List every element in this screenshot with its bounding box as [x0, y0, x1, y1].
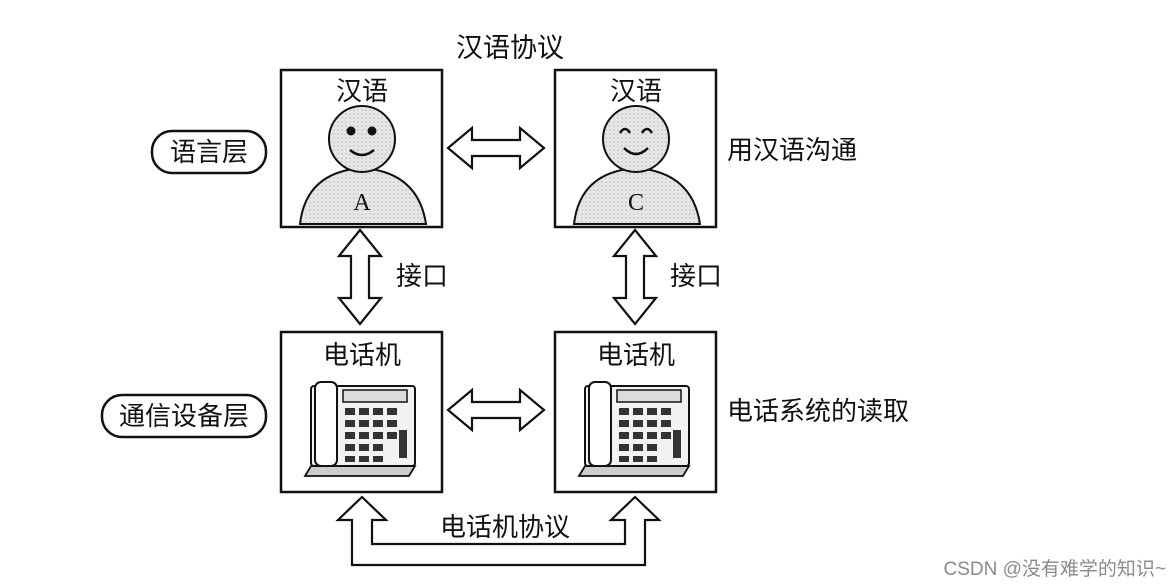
phone-right-icon — [577, 381, 691, 477]
person-a-title: 汉语 — [336, 77, 388, 107]
person-c-title: 汉语 — [610, 77, 662, 107]
device-double-arrow-icon — [446, 387, 546, 433]
person-a-box: 汉语 A — [279, 68, 444, 229]
device-layer-badge: 通信设备层 — [100, 393, 268, 439]
language-layer-label: 语言层 — [170, 138, 248, 168]
phone-right-title: 电话机 — [597, 341, 675, 371]
language-note: 用汉语沟通 — [727, 136, 857, 166]
interface-left-label: 接口 — [396, 262, 448, 292]
interface-left-arrow-icon — [336, 228, 384, 326]
phone-left-icon — [303, 381, 417, 477]
person-c-box: 汉语 C — [553, 68, 718, 229]
person-c-name: C — [628, 190, 644, 216]
person-a-figure-icon — [298, 105, 428, 225]
person-c-figure-icon — [572, 105, 702, 225]
device-layer-label: 通信设备层 — [119, 402, 249, 432]
phone-left-box: 电话机 — [279, 330, 444, 494]
phone-right-box: 电话机 — [553, 330, 718, 494]
device-note: 电话系统的读取 — [727, 397, 909, 427]
language-double-arrow-icon — [446, 125, 546, 171]
phone-protocol-u-arrow-icon — [335, 495, 662, 567]
phone-left-title: 电话机 — [323, 341, 401, 371]
interface-right-label: 接口 — [670, 262, 722, 292]
top-protocol-label: 汉语协议 — [456, 33, 564, 64]
interface-right-arrow-icon — [611, 228, 659, 326]
language-layer-badge: 语言层 — [150, 129, 268, 175]
csdn-watermark: CSDN @没有难学的知识~ — [944, 558, 1167, 580]
bottom-protocol-label: 电话机协议 — [440, 513, 570, 543]
person-a-name: A — [353, 190, 371, 216]
